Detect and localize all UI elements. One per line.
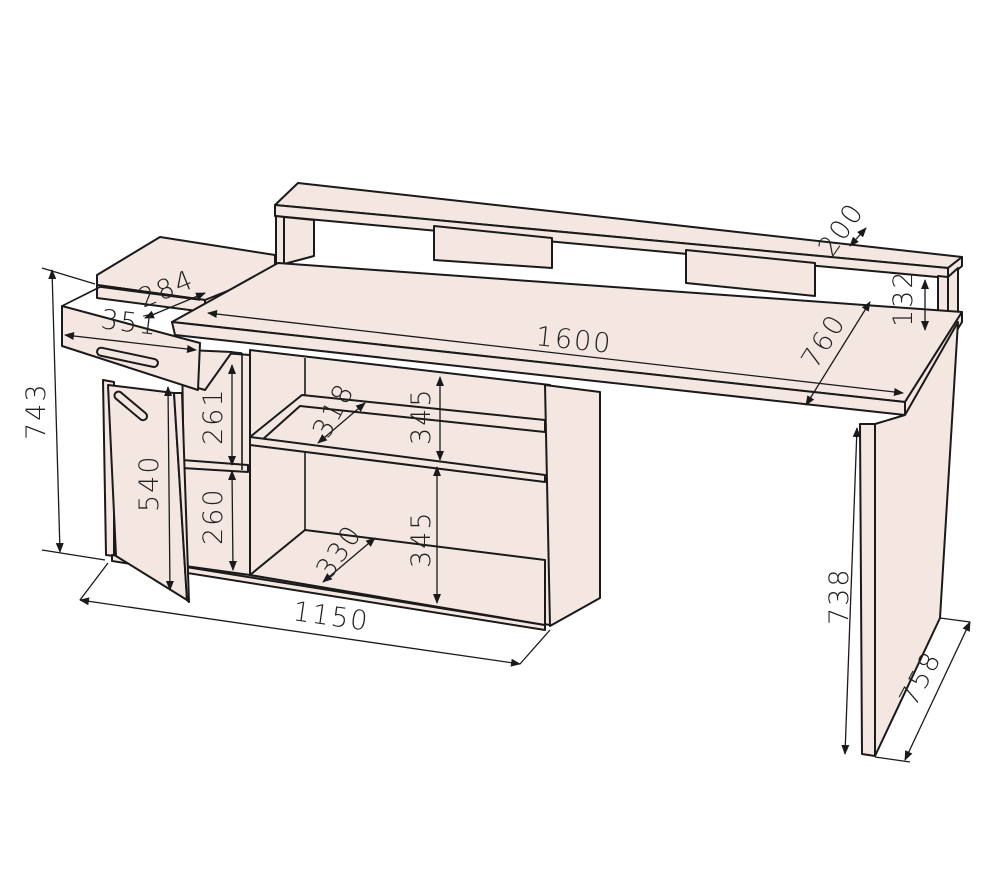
dim-261: 261: [198, 387, 229, 445]
dim-132: 132: [888, 269, 919, 327]
dim-345-upper: 345: [406, 387, 437, 445]
dim-345-lower: 345: [406, 510, 437, 568]
dim-738: 738: [824, 567, 855, 625]
hutch: [274, 182, 963, 339]
dim-260: 260: [198, 487, 229, 545]
dim-743: 743: [21, 382, 52, 440]
right-leg: [859, 321, 959, 757]
door-handle[interactable]: [113, 390, 149, 422]
dim-351: 351: [99, 304, 160, 342]
dim-1150: 1150: [291, 596, 371, 637]
dimension-lines: [41, 227, 971, 763]
dim-540: 540: [134, 454, 165, 512]
